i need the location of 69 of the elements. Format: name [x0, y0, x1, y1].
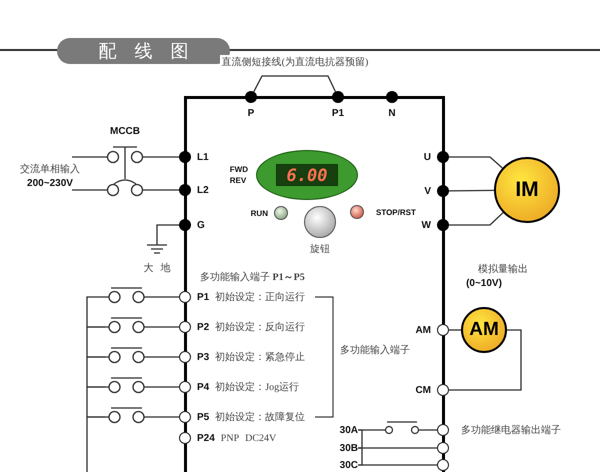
terminal-label: V [424, 186, 431, 196]
ground-label: 大地 [142, 262, 178, 275]
range-label: (0~10V) [466, 278, 502, 289]
terminal-label: AM [415, 324, 431, 336]
terminal-description: DC24V [245, 432, 276, 444]
terminal-description: 初始设定：正向运行 [215, 290, 306, 304]
terminal-label: P24 [197, 432, 215, 444]
wire [253, 75, 336, 92]
terminal-label: P1 [197, 292, 210, 302]
terminal-label: U [424, 152, 431, 162]
wire [148, 356, 179, 358]
meter-circle: AM [461, 307, 507, 353]
terminal-label: N [388, 108, 396, 119]
wire [156, 224, 179, 240]
indicator-label: FWD [230, 165, 248, 174]
terminal-description: 初始设定：反向运行 [215, 320, 306, 334]
wire [86, 326, 105, 358]
breaker-label: MCCB [110, 126, 140, 137]
terminal-label: L1 [197, 152, 209, 162]
terminal-description: 多功能继电器输出端子 [461, 424, 561, 437]
terminal-description: 初始设定：紧急停止 [215, 350, 306, 364]
terminal-label: P3 [197, 352, 210, 362]
wire [86, 356, 105, 388]
wire [148, 386, 179, 388]
terminal-label: P2 [197, 322, 210, 332]
terminal-label: P5 [197, 412, 210, 422]
terminal-description: 初始设定：故障复位 [215, 410, 306, 424]
wire [72, 156, 104, 158]
wire [449, 156, 503, 168]
lamp-label: STOP/RST [376, 208, 416, 216]
terminal-label: G [197, 220, 205, 230]
wire [148, 326, 179, 328]
terminal-label: 30A [340, 424, 358, 436]
lamp-label: RUN [250, 208, 268, 218]
edge-label: 直流侧短接线(为直流电抗器预留) [220, 55, 370, 69]
terminal-label: P1 [332, 108, 344, 119]
terminal-label: L2 [197, 184, 209, 196]
wire [86, 416, 105, 472]
wire [146, 156, 179, 158]
terminal-description: 初始设定：Jog运行 [215, 380, 300, 394]
wire [148, 296, 179, 298]
wire [86, 296, 105, 328]
terminal-label: W [422, 220, 431, 230]
input-voltage: 200~230V [27, 178, 73, 188]
motor-circle: IM [494, 157, 560, 223]
terminal-label: P4 [197, 382, 210, 392]
wire [358, 447, 363, 466]
wire [449, 329, 461, 331]
indicator-label: REV [230, 176, 248, 185]
wire [449, 190, 494, 192]
section-heading: 多功能输入端子 P1～P5 [200, 270, 305, 284]
wire [358, 429, 363, 449]
wire [419, 429, 437, 431]
wire [146, 189, 179, 191]
wire [72, 189, 104, 191]
terminal-description: PNP [220, 432, 240, 444]
bracket-label: 多功能输入端子 [340, 344, 410, 357]
input-label: 交流单相输入 [20, 162, 80, 176]
digit-display: 6.00 [276, 164, 338, 186]
output-label: 模拟量输出 [478, 262, 528, 276]
wire [449, 329, 522, 391]
wire [148, 416, 179, 418]
terminal-label: 30C [340, 460, 358, 470]
terminal-label: 30B [340, 442, 358, 454]
terminal-label: CM [415, 384, 431, 396]
terminal-label: P [248, 108, 254, 119]
knob-label: 旋钮 [310, 242, 330, 256]
wire [86, 386, 105, 418]
wire [449, 212, 504, 226]
